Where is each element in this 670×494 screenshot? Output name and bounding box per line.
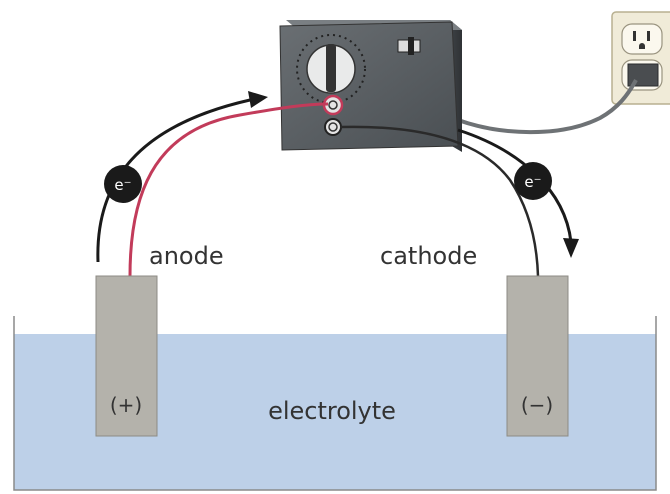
electron-left: e⁻ <box>104 165 142 203</box>
anode-label: anode <box>149 242 224 270</box>
cathode-sign: (−) <box>521 393 553 417</box>
cathode-electrode <box>506 275 569 437</box>
anode-electrode <box>95 275 158 437</box>
electron-flow-arrow-left <box>96 91 268 263</box>
electron-right-label: e⁻ <box>524 173 541 191</box>
dial-knob <box>296 34 366 104</box>
container-walls <box>13 316 657 491</box>
wall-outlet <box>611 11 670 105</box>
electrolyte-label: electrolyte <box>268 397 396 425</box>
cathode-label: cathode <box>380 242 477 270</box>
electron-left-label: e⁻ <box>114 176 131 194</box>
power-supply-front <box>279 21 459 151</box>
positive-wire <box>128 102 329 277</box>
electron-right: e⁻ <box>514 162 552 200</box>
power-cord <box>457 79 638 135</box>
negative-terminal <box>324 118 342 136</box>
outlet-socket-top <box>621 23 663 55</box>
power-switch <box>397 37 421 55</box>
anode-sign: (+) <box>110 393 142 417</box>
power-supply <box>279 20 462 152</box>
negative-wire <box>339 125 540 277</box>
